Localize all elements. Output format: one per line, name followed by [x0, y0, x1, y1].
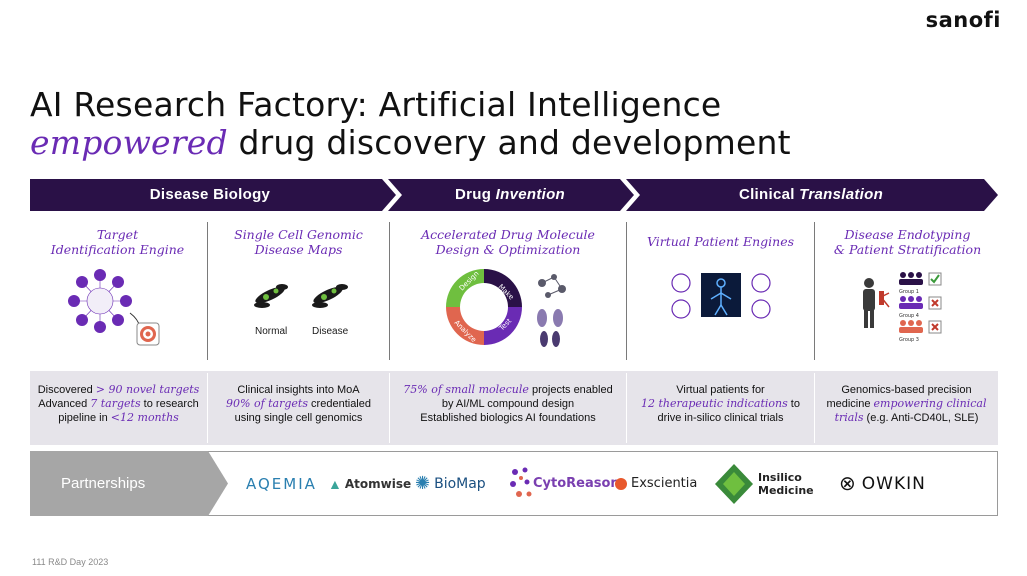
exscientia-icon: [615, 477, 627, 490]
atomwise-icon: ▲: [328, 475, 342, 492]
desc-drug-design: 75% of small molecule projects enabled b…: [403, 383, 613, 424]
logo-biomap: ✺ BioMap: [415, 473, 486, 493]
network-graph-icon: [68, 269, 160, 346]
title-line-1: AI Research Factory: Artificial Intellig…: [30, 85, 722, 124]
label-disease: Disease: [312, 326, 349, 337]
cytoreason-icon: [510, 467, 532, 497]
achievements-band: [30, 371, 998, 445]
logo-cytoreason: CytoReason: [507, 452, 620, 515]
column-endotyping: Disease Endotyping& Patient Stratificati…: [817, 222, 998, 360]
logo-exscientia: Exscientia: [615, 452, 697, 515]
group-label-3: Group 3: [899, 337, 919, 343]
stage-banner: Disease Biology Drug Invention Clinical …: [30, 179, 998, 211]
partnerships-label: Partnerships: [61, 475, 146, 492]
stage-clinical-translation: Clinical Translation: [738, 186, 884, 203]
molecule-icon: [538, 274, 566, 298]
cross-icon: [931, 323, 939, 331]
sanofi-logo: sanofi: [925, 8, 1001, 32]
stage-disease-biology: Disease Biology: [149, 186, 271, 203]
logo-atomwise: ▲ Atomwise: [328, 475, 412, 492]
design-make-test-cycle-icon: Design Make Test Analyze: [446, 269, 566, 347]
column-divider: [626, 222, 627, 360]
group-label-4: Group 4: [899, 313, 919, 319]
logo-aqemia: AQEMIA: [246, 474, 317, 493]
title-line-2: empowered drug discovery and development: [30, 124, 791, 162]
stage-drug-invention: Drug Invention: [454, 186, 566, 203]
desc-endotyping: Genomics-based precision medicine empowe…: [826, 384, 987, 424]
insilico-icon: [715, 463, 753, 504]
column-title: Disease Endotyping& Patient Stratificati…: [833, 227, 982, 257]
virtual-patient-icon: [671, 273, 771, 319]
footer-page-number: 111 R&D Day 2023: [32, 557, 109, 567]
column-title: Virtual Patient Engines: [646, 234, 795, 249]
column-virtual-patient: Virtual Patient Engines: [629, 222, 812, 360]
column-divider: [389, 222, 390, 360]
partnerships-bar: Partnerships AQEMIA ▲ Atomwise ✺ BioMap …: [30, 451, 998, 516]
title-emphasis: empowered: [30, 123, 228, 162]
desc-target-identification: Discovered > 90 novel targets Advanced 7…: [37, 383, 200, 424]
slide-title: AI Research Factory: Artificial Intellig…: [30, 86, 791, 162]
desc-single-cell: Clinical insights into MoA 90% of target…: [226, 384, 371, 424]
partnerships-chevron: [30, 451, 228, 516]
patient-stratification-icon: Group 1 Group 4 Group 3: [863, 272, 942, 343]
column-divider: [207, 222, 208, 360]
band-divider: [626, 373, 627, 443]
label-normal: Normal: [255, 326, 288, 337]
biomap-icon: ✺: [415, 473, 431, 493]
column-divider: [814, 222, 815, 360]
logo-owkin: ⊗ OWKIN: [839, 473, 926, 495]
antibody-icon: [537, 309, 563, 347]
cross-icon: [931, 299, 939, 307]
band-divider: [389, 373, 390, 443]
band-divider: [207, 373, 208, 443]
title-line-2-rest: drug discovery and development: [227, 123, 791, 162]
group-label-1: Group 1: [899, 289, 919, 295]
cell-map-plots-icon: [254, 284, 348, 308]
check-icon: [930, 274, 940, 284]
band-divider: [814, 373, 815, 443]
banner-chevrons: [30, 179, 998, 211]
desc-virtual-patient: Virtual patients for 12 therapeutic indi…: [641, 384, 800, 424]
owkin-icon: ⊗: [839, 473, 856, 495]
